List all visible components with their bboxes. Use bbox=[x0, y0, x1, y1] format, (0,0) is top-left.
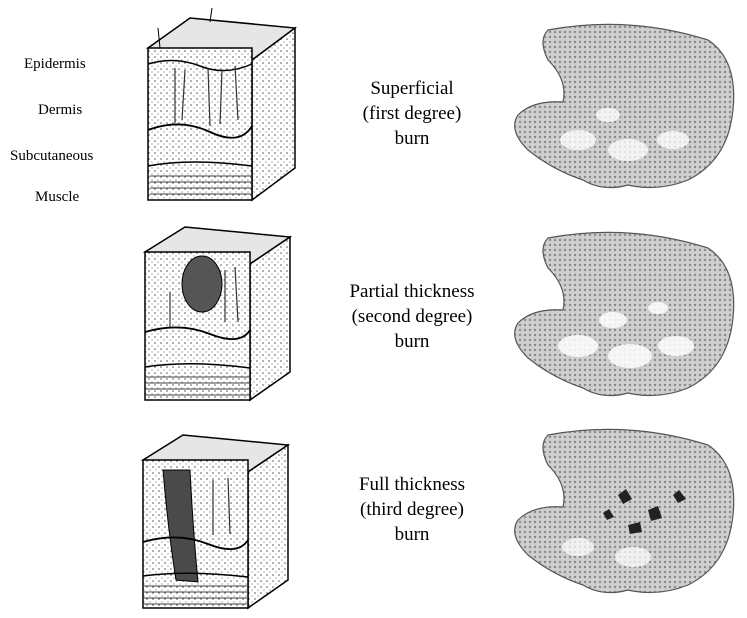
skin-block-second-degree-icon bbox=[130, 222, 300, 407]
caption-first-degree: Superficial (first degree) burn bbox=[312, 76, 512, 151]
caption-second-degree: Partial thickness (second degree) burn bbox=[312, 279, 512, 354]
label-dermis: Dermis bbox=[38, 101, 82, 119]
hand-third-degree-icon bbox=[508, 425, 743, 600]
skin-block-first-degree-icon bbox=[130, 8, 300, 208]
hand-first-degree-icon bbox=[508, 20, 743, 195]
label-epidermis: Epidermis bbox=[24, 55, 86, 73]
skin-block-third-degree-icon bbox=[128, 430, 298, 615]
label-muscle: Muscle bbox=[35, 188, 79, 206]
caption-third-degree: Full thickness (third degree) burn bbox=[312, 472, 512, 547]
label-subcutaneous: Subcutaneous bbox=[10, 147, 93, 165]
hand-second-degree-icon bbox=[508, 228, 743, 403]
